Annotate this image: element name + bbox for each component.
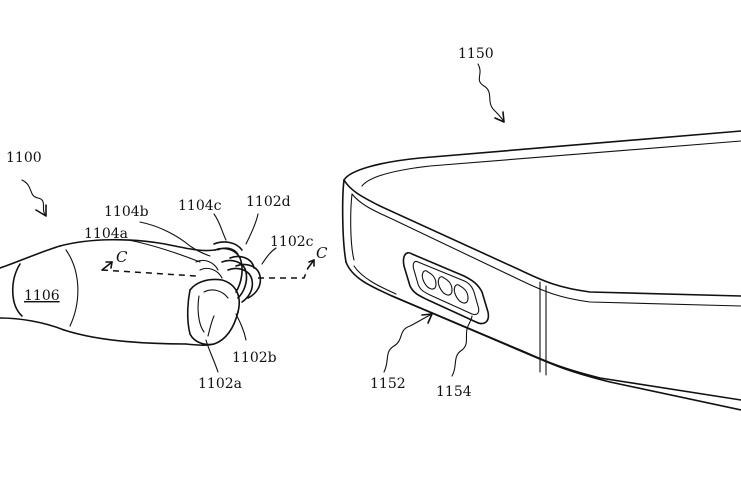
label-1100: 1100 — [6, 150, 42, 166]
label-section-c-right: C — [316, 244, 328, 262]
device-leader-lines — [383, 63, 505, 377]
label-1102c: 1102c — [270, 234, 314, 250]
label-1152: 1152 — [370, 376, 406, 392]
label-1150: 1150 — [458, 46, 494, 62]
plug-leader-lines — [21, 179, 277, 373]
label-1102a: 1102a — [198, 376, 242, 392]
label-1104a: 1104a — [84, 226, 128, 242]
figure-labels: 1100 1106 1104b 1104c 1102d 1104a 1102c … — [6, 46, 494, 400]
label-section-c-left: C — [116, 248, 128, 266]
label-1104c: 1104c — [178, 198, 222, 214]
label-1106: 1106 — [24, 288, 60, 304]
device-drawing — [341, 130, 741, 411]
label-1102b: 1102b — [232, 350, 277, 366]
label-1102d: 1102d — [246, 194, 291, 210]
label-1154: 1154 — [436, 384, 472, 400]
label-1104b: 1104b — [104, 204, 149, 220]
cable-plug-drawing — [0, 238, 315, 346]
